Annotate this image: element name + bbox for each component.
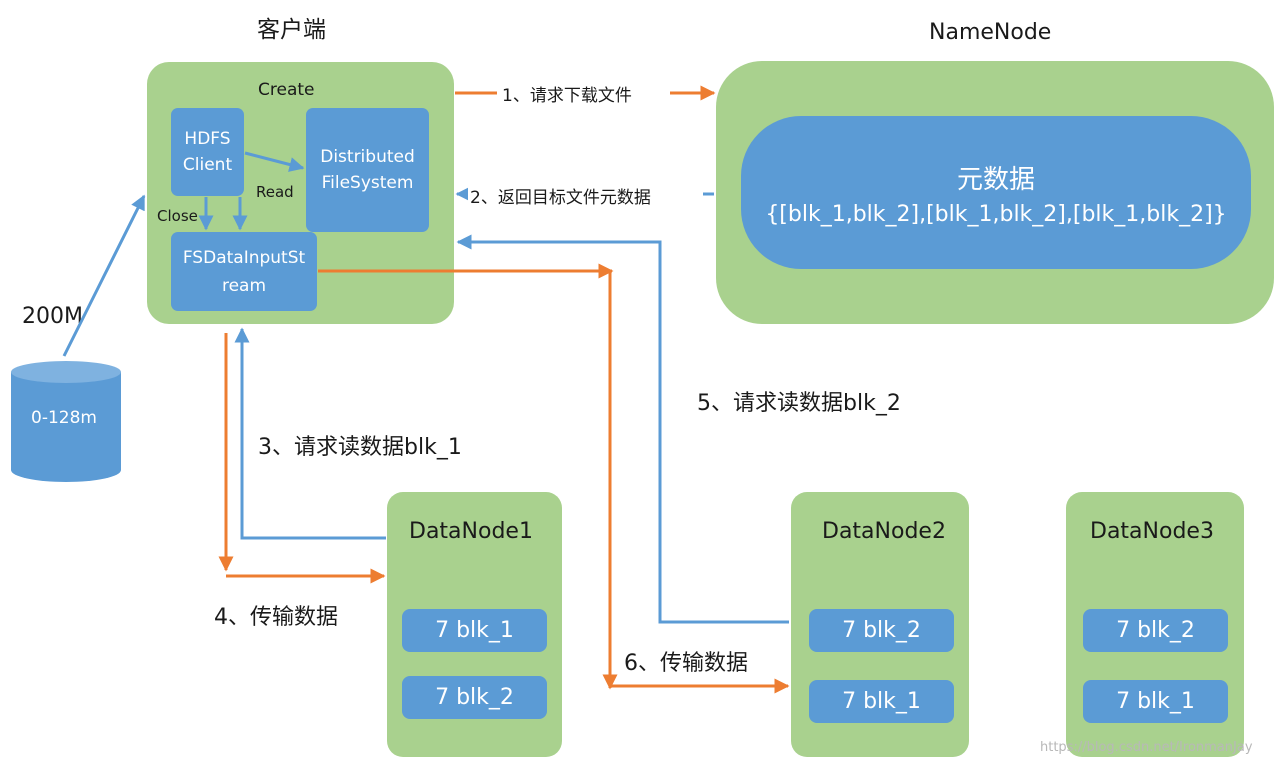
- metadata-value: {[blk_1,blk_2],[blk_1,blk_2],[blk_1,blk_…: [765, 201, 1227, 227]
- step5-label: 5、请求读数据blk_2: [697, 391, 901, 416]
- datanode1-block-2[interactable]: 7 blk_2: [402, 676, 547, 719]
- arrow-storage-to-client: [62, 194, 146, 357]
- size-label: 200M: [22, 304, 83, 329]
- watermark: https://blog.csdn.net/IronmanJay: [1040, 740, 1253, 755]
- datanode2-title: DataNode2: [822, 519, 946, 544]
- input-stream-line-2: ream: [221, 275, 267, 296]
- datanode3-block-1[interactable]: 7 blk_2: [1083, 609, 1228, 652]
- hdfs-client-line-1: HDFS: [184, 129, 231, 149]
- fsdatainputstream-box[interactable]: FSDataInputSt ream: [171, 232, 317, 311]
- namenode-title: NameNode: [929, 20, 1052, 45]
- close-label: Close: [157, 207, 198, 225]
- distributed-filesystem-box[interactable]: Distributed FileSystem: [306, 108, 429, 232]
- datanode3-title: DataNode3: [1090, 519, 1214, 544]
- step6-label: 6、传输数据: [624, 651, 748, 676]
- step2-label: 2、返回目标文件元数据: [468, 183, 653, 208]
- read-label: Read: [256, 183, 294, 201]
- create-label: Create: [258, 80, 315, 100]
- metadata-box[interactable]: 元数据 {[blk_1,blk_2],[blk_1,blk_2],[blk_1,…: [741, 116, 1251, 269]
- hdfs-client-line-2: Client: [182, 155, 233, 175]
- step1-label: 1、请求下载文件: [500, 81, 634, 106]
- storage-cylinder-icon: [11, 361, 121, 482]
- cylinder-label: 0-128m: [31, 408, 97, 428]
- datanode1-block-1[interactable]: 7 blk_1: [402, 609, 547, 652]
- dfs-line-1: Distributed: [320, 147, 415, 167]
- datanode2-block-1[interactable]: 7 blk_2: [809, 609, 954, 652]
- arrow-step6-response: [456, 234, 789, 624]
- datanode1-title: DataNode1: [409, 519, 533, 544]
- step4-label: 4、传输数据: [214, 605, 338, 630]
- metadata-title: 元数据: [956, 164, 1035, 195]
- datanode3-block-2[interactable]: 7 blk_1: [1083, 680, 1228, 723]
- client-title: 客户端: [257, 17, 326, 43]
- datanode2-block-2[interactable]: 7 blk_1: [809, 680, 954, 723]
- hdfs-client-box[interactable]: HDFS Client: [171, 108, 244, 196]
- step3-label: 3、请求读数据blk_1: [258, 435, 462, 460]
- dfs-line-2: FileSystem: [321, 173, 414, 193]
- input-stream-line-1: FSDataInputSt: [182, 247, 306, 268]
- arrow-step4-response: [234, 327, 386, 540]
- arrow-hdfs-to-dfs: [244, 151, 305, 172]
